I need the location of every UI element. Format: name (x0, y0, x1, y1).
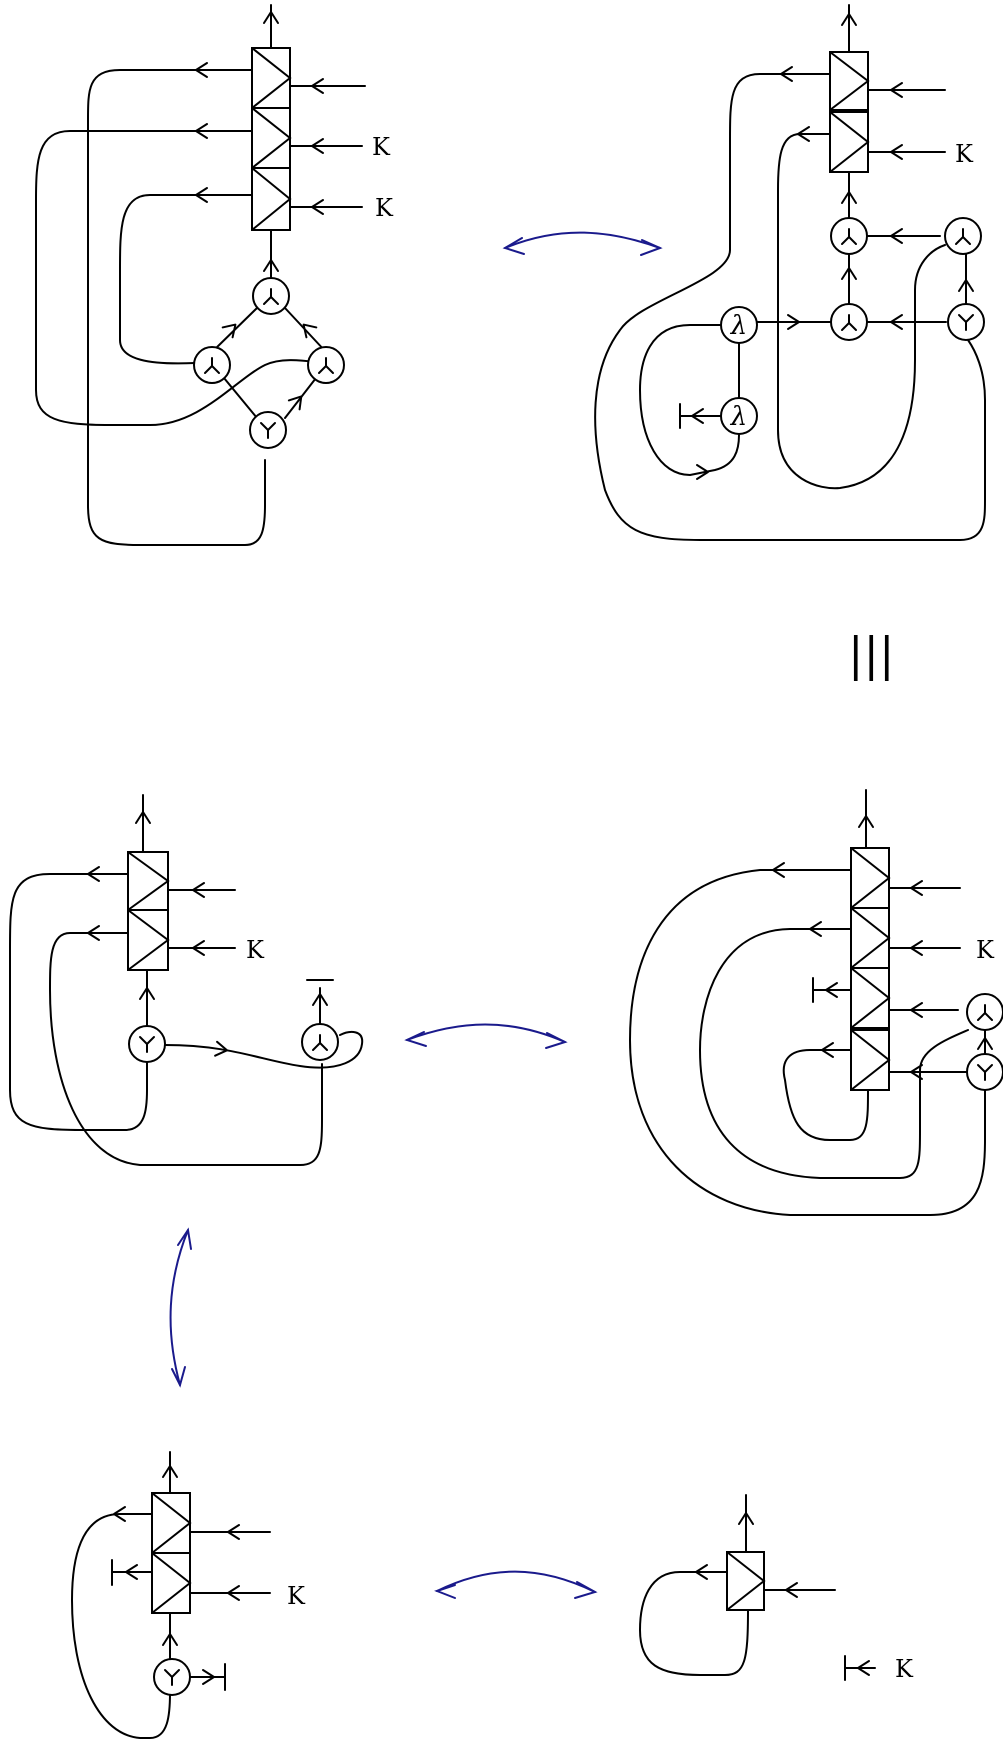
terminator-legend: K (844, 1655, 914, 1683)
k-label: K (372, 133, 391, 161)
y-node-icon (153, 1658, 191, 1696)
lambda-node-icon (193, 346, 231, 384)
k-label: K (375, 194, 394, 222)
k-label: K (287, 1582, 306, 1610)
cell-stack (251, 47, 292, 231)
svg-text:λ: λ (730, 402, 747, 432)
transition-arrow (436, 1570, 596, 1593)
cell-stack (829, 51, 870, 173)
lambda-node-icon (830, 217, 868, 255)
transition-arrow (504, 231, 661, 249)
lambda-text-node: λ (720, 306, 758, 344)
cell-stack (151, 1492, 192, 1614)
panel-top-right: K λ λ (594, 4, 986, 541)
panel-middle-left: K (9, 794, 364, 1166)
k-label: K (895, 1655, 914, 1683)
lambda-node-icon (301, 1023, 339, 1061)
panel-middle-right: K (629, 789, 1003, 1216)
lambda-node-icon (252, 277, 290, 315)
transition-arrow (169, 1229, 189, 1386)
k-label: K (976, 936, 995, 964)
y-node-icon (947, 303, 985, 341)
svg-text:λ: λ (730, 311, 747, 341)
panel-top-left: K K (35, 4, 394, 546)
transition-arrow (406, 1023, 566, 1043)
k-label: K (955, 140, 974, 168)
y-node-icon (249, 411, 287, 449)
panel-bottom-left: K (71, 1451, 306, 1739)
k-label: K (246, 936, 265, 964)
lambda-node-icon (966, 993, 1003, 1031)
lambda-node-icon (307, 346, 345, 384)
panel-bottom-right: K (639, 1494, 914, 1683)
lambda-node-icon (830, 303, 868, 341)
lambda-node-icon (944, 217, 982, 255)
y-node-icon (128, 1025, 166, 1063)
cell-stack (127, 851, 170, 971)
y-node-icon (966, 1053, 1003, 1091)
lambda-text-node: λ (720, 397, 758, 435)
cell-stack (726, 1551, 766, 1611)
cell-stack (850, 847, 891, 1091)
equivalence-mark: ||| (848, 627, 895, 681)
